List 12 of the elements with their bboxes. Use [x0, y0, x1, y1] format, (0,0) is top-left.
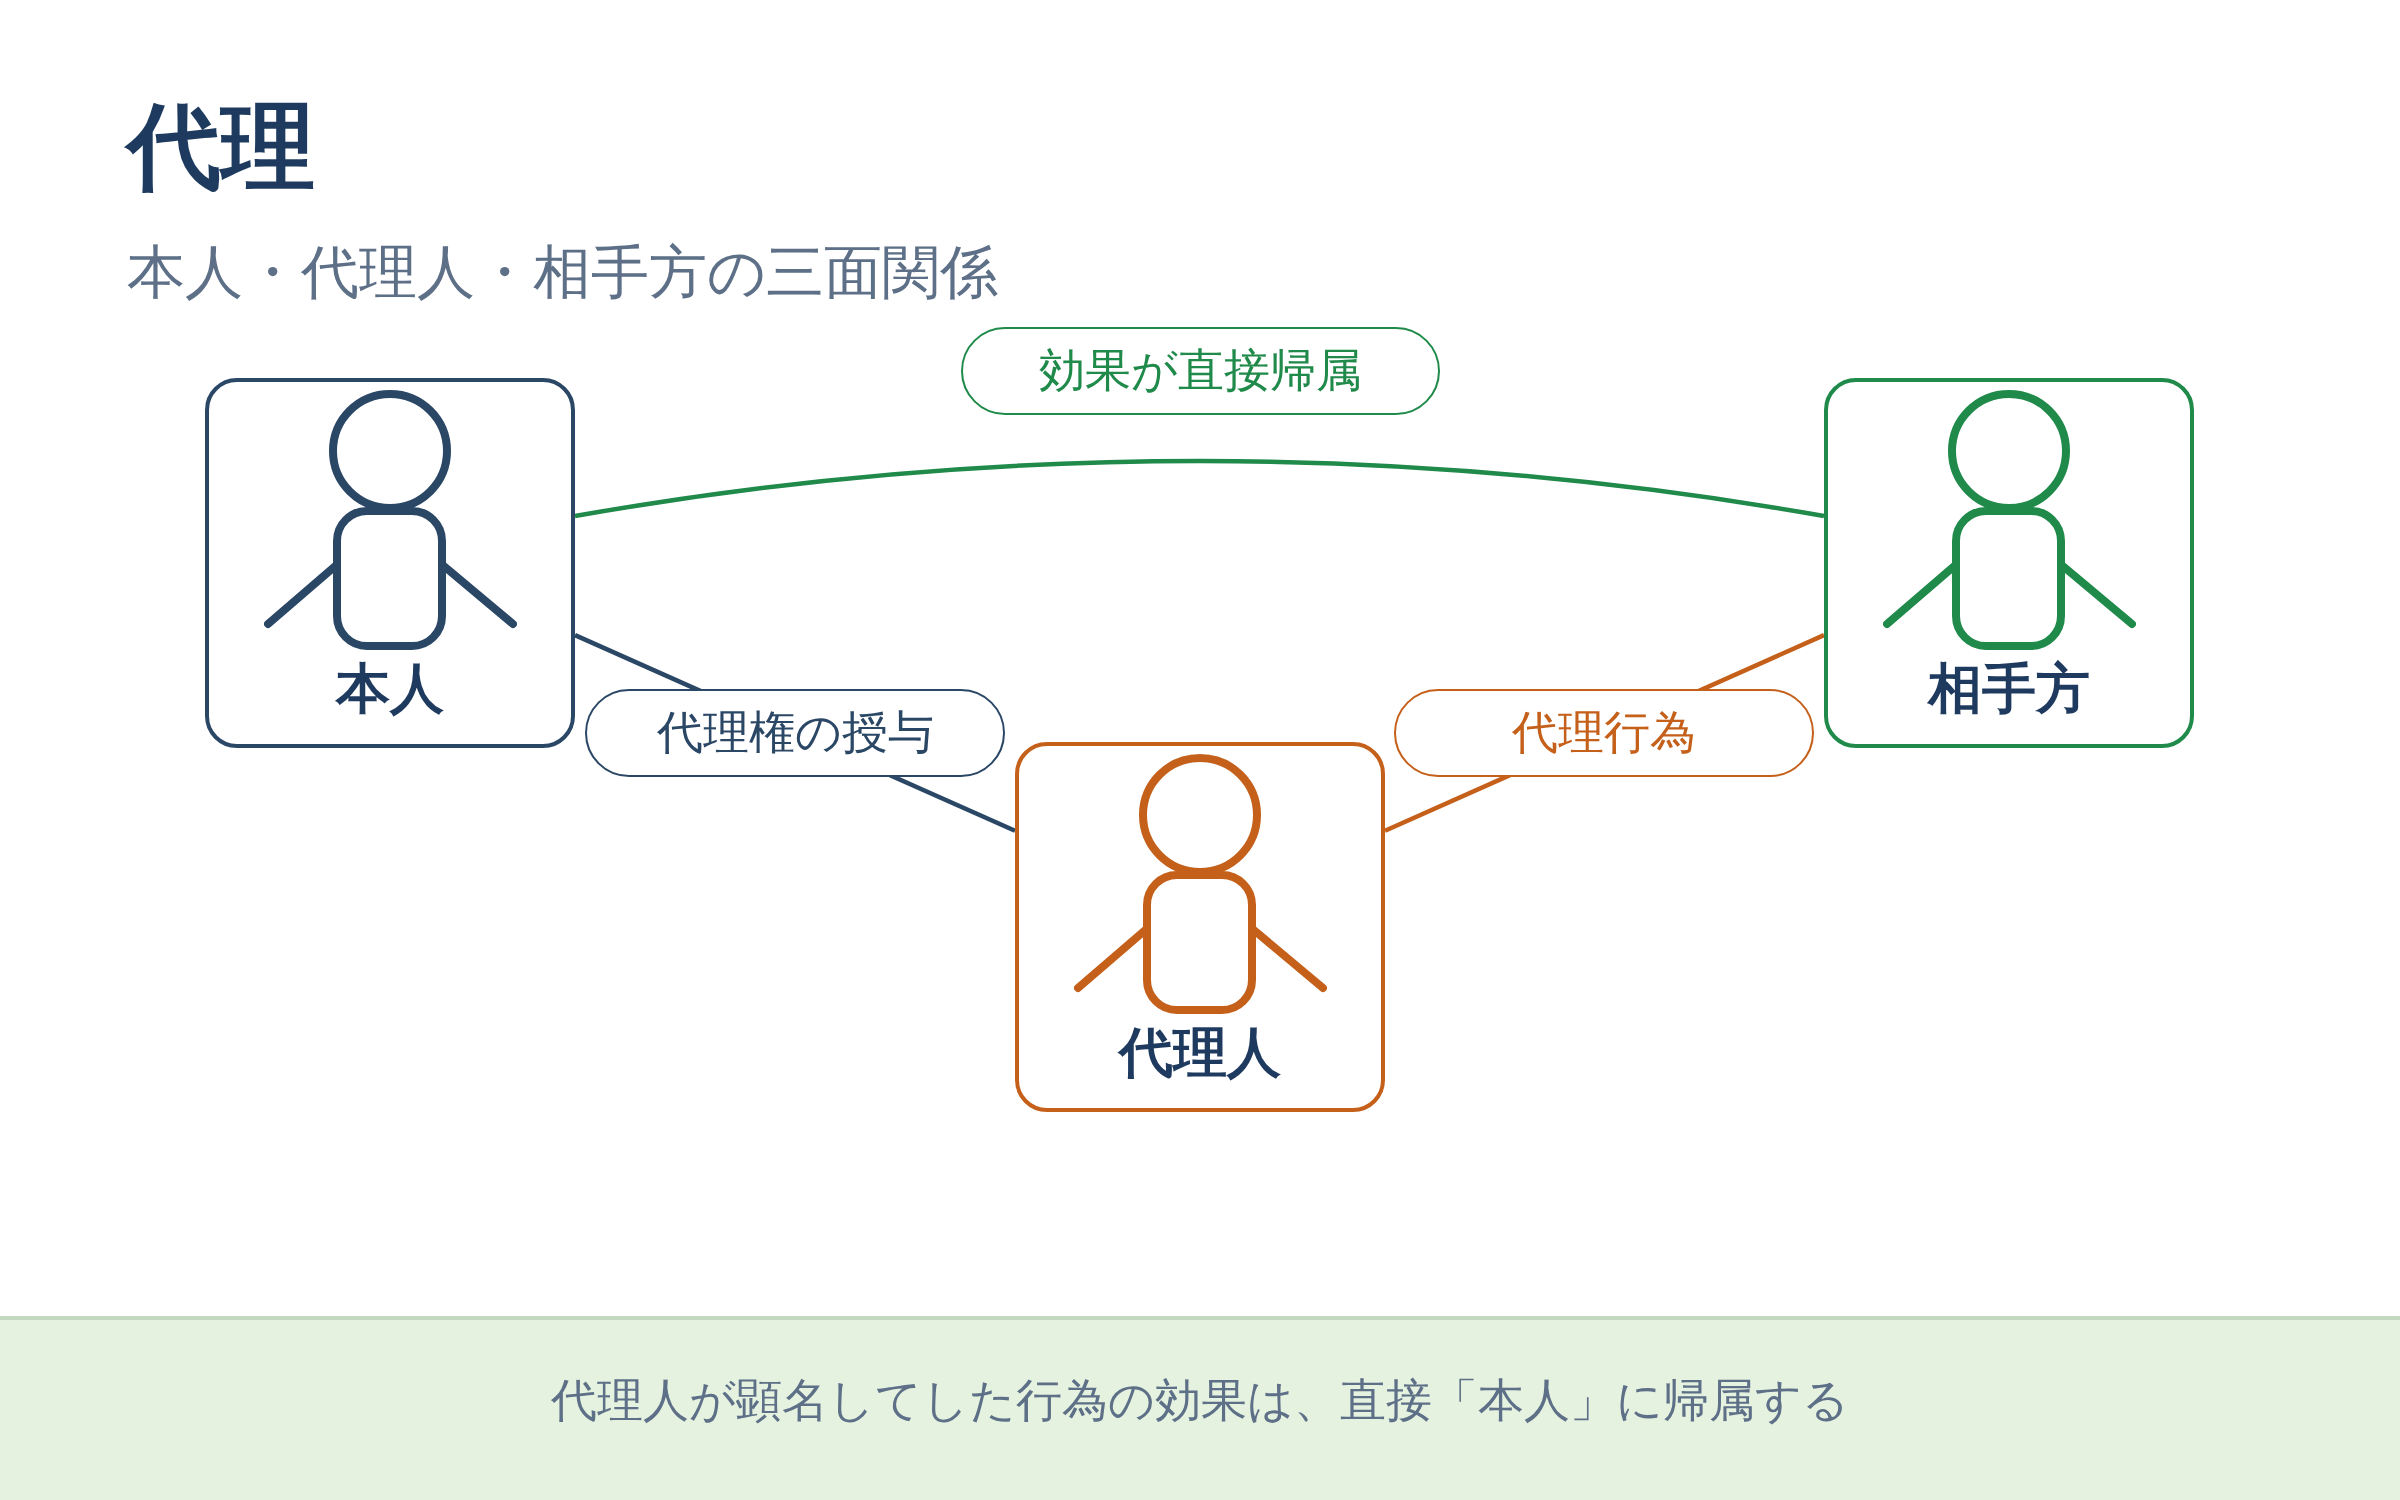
- edge-label: 代理行為: [1394, 689, 1814, 777]
- curved-connector: [574, 458, 1825, 519]
- person-card: [1015, 742, 1385, 1112]
- edge-label: 代理権の授与: [585, 689, 1005, 777]
- person-label: 相手方: [1928, 658, 2090, 719]
- person-label: 本人: [336, 658, 444, 719]
- person-card: [205, 378, 575, 748]
- person-card: [1824, 378, 2194, 748]
- edge-label: 効果が直接帰属: [960, 327, 1440, 415]
- subtitle: 本人・代理人・相手方の三面関係: [127, 237, 998, 307]
- summary-band: 代理人が顕名してした行為の効果は、直接「本人」に帰属する: [0, 1316, 2400, 1500]
- person-label: 代理人: [1119, 1022, 1281, 1083]
